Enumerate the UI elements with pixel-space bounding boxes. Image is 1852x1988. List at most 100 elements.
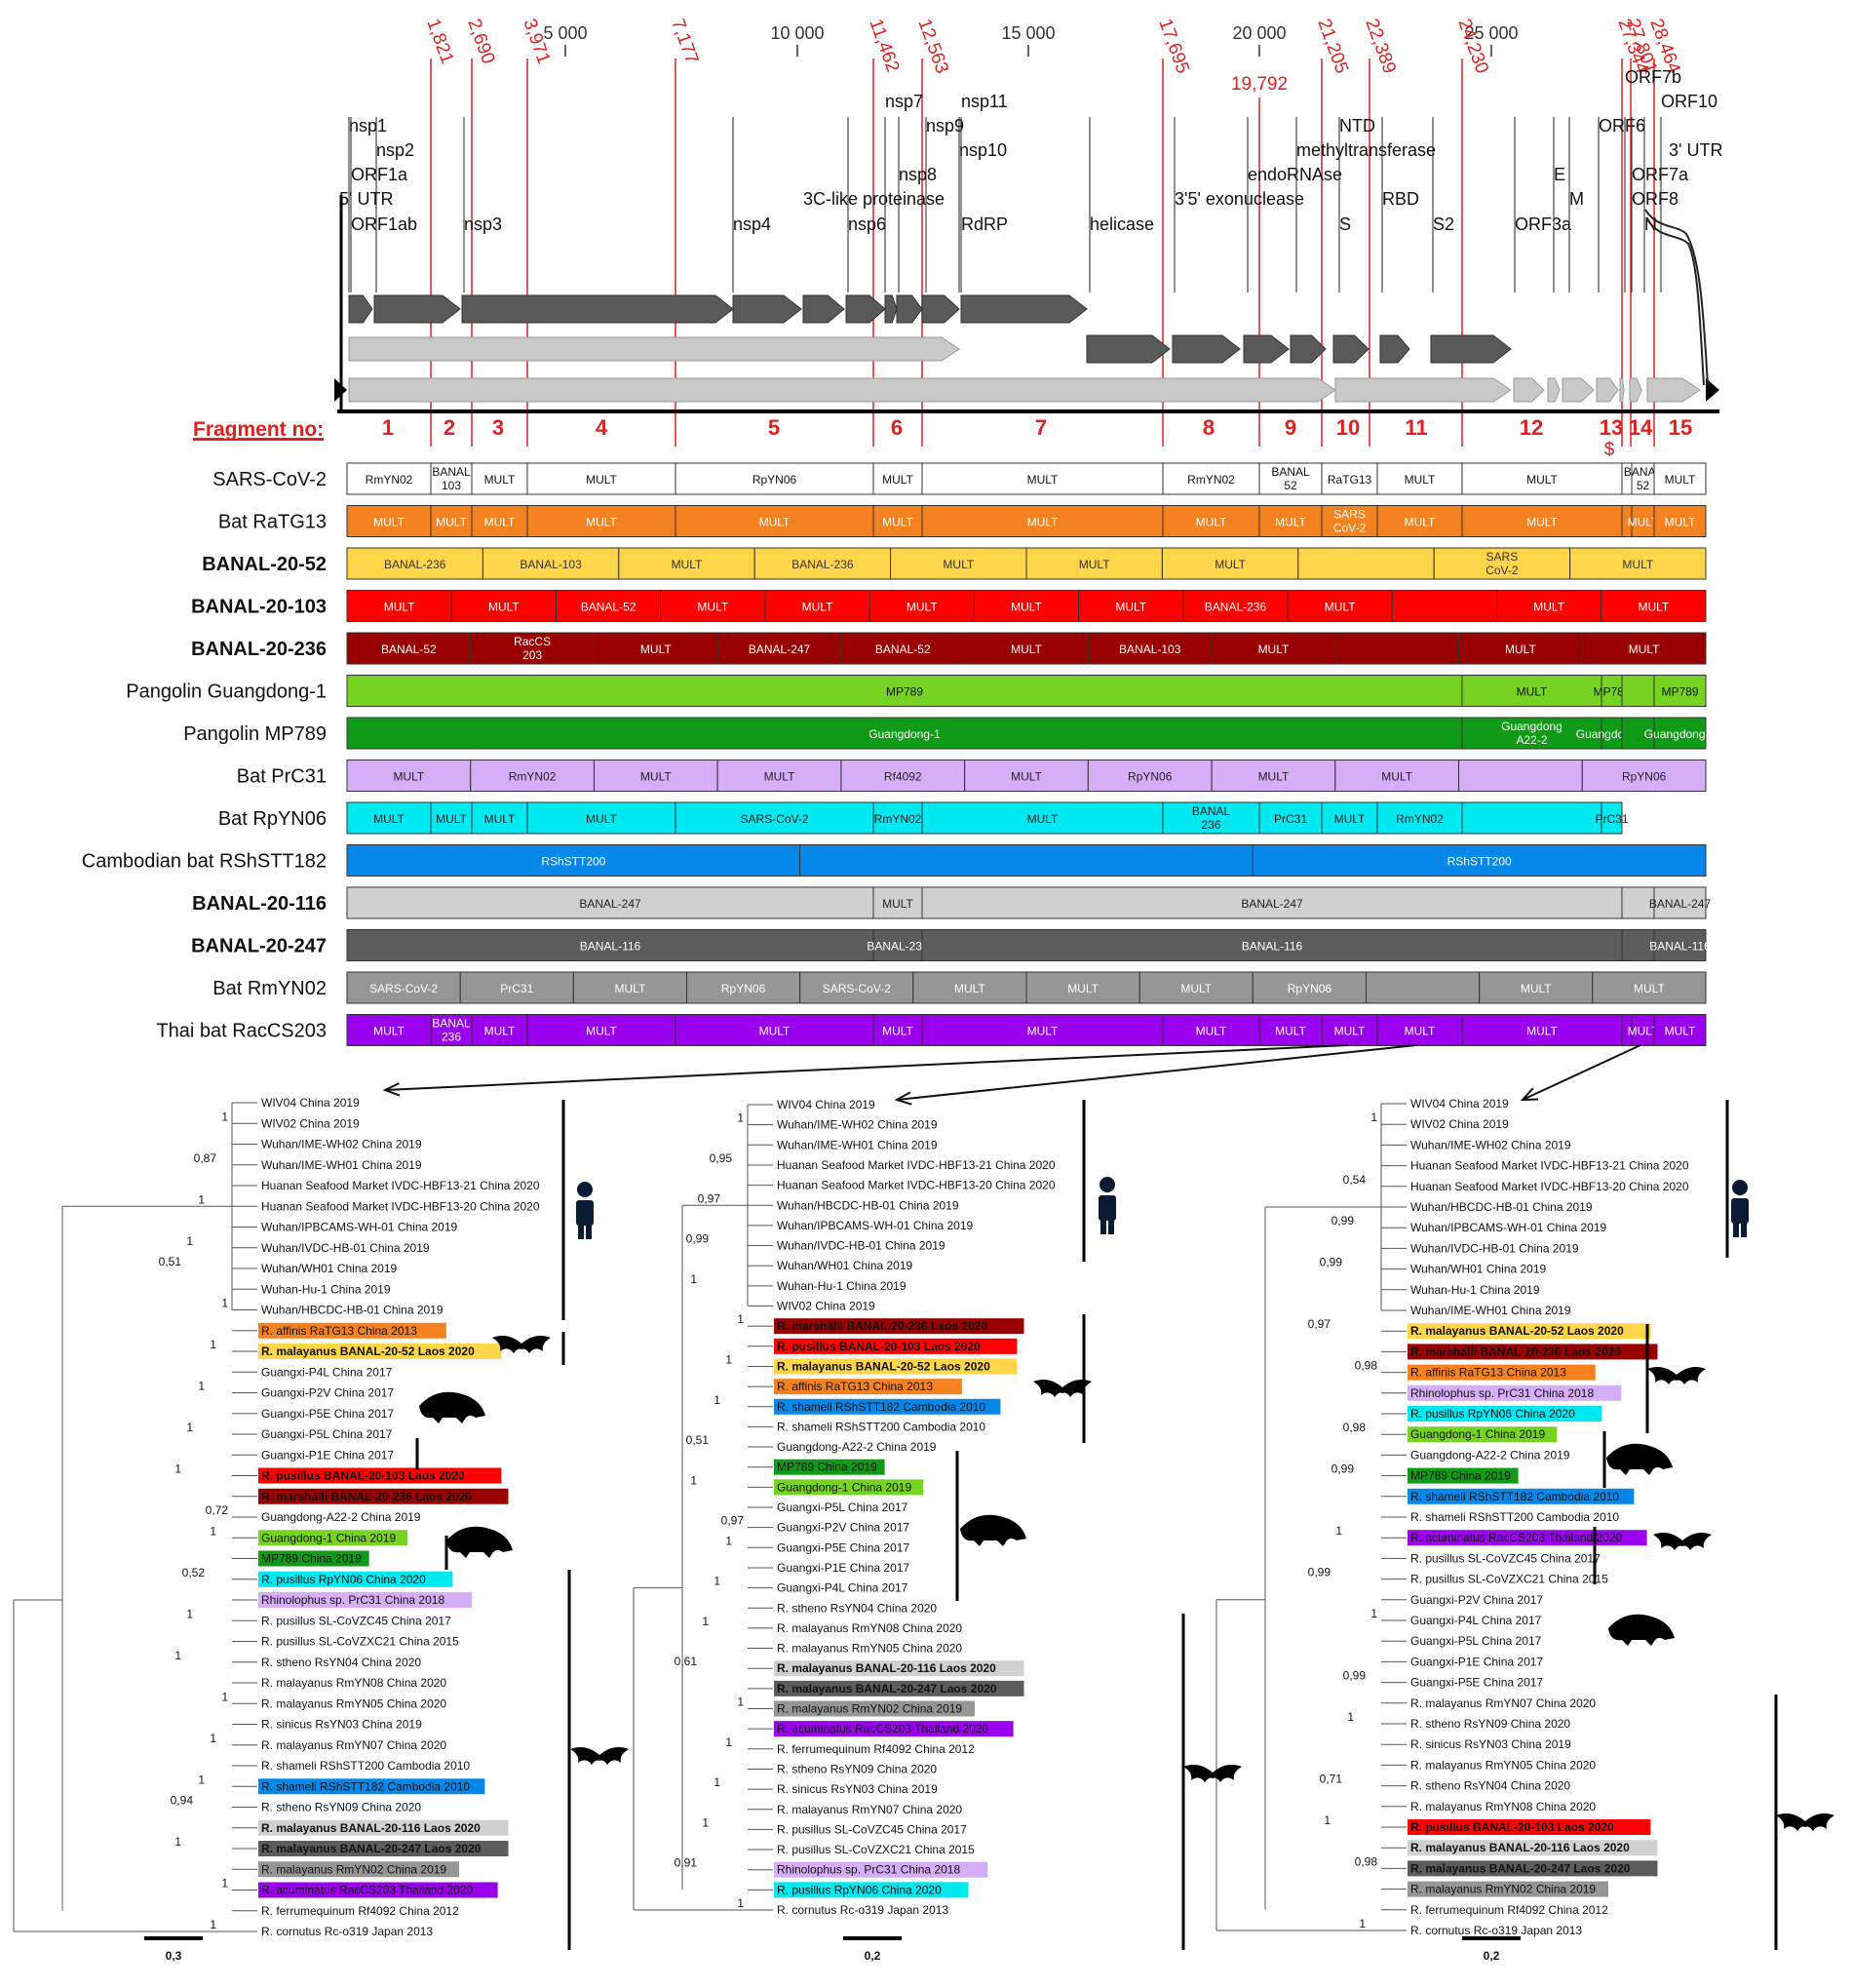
tree-leaf-label: MP789 China 2019 — [261, 1552, 362, 1566]
fragment-cell-label: RmYN02 — [1187, 473, 1235, 487]
fragment-cell — [1461, 462, 1623, 495]
fragment-cell — [716, 632, 842, 665]
support-value: 1 — [1359, 1917, 1366, 1930]
fragment-cell — [1461, 801, 1602, 835]
fragment-cell-label: MULT — [1665, 516, 1696, 529]
fragment-cell-label: MULT — [1275, 516, 1306, 529]
fragment-cell — [471, 1014, 528, 1046]
fragment-cell — [1376, 801, 1463, 835]
tree-leaf-label: Guangxi-P4L China 2017 — [261, 1365, 393, 1379]
fragment-cell — [1458, 760, 1583, 792]
fragment-cell — [1653, 886, 1707, 919]
tree-leaf-highlight — [258, 1819, 509, 1836]
fragment-cell-label: MP789 — [1593, 685, 1630, 699]
fragment-cell-label: MULT — [488, 601, 520, 614]
tree-leaf-label: Guangxi-P5L China 2017 — [777, 1501, 908, 1514]
fragment-cell-label: MULT — [373, 1025, 405, 1038]
fragment-cell — [872, 505, 923, 537]
fragment-cell-label: MULT — [1665, 473, 1696, 487]
gene-label: ORF1ab — [351, 214, 417, 234]
gene-label: methyltransferase — [1296, 140, 1436, 160]
fragment-number: 13 — [1600, 415, 1623, 440]
fragment-cell-label: MULT — [484, 812, 516, 826]
fragment-cell — [921, 929, 1623, 961]
pangolin-icon — [446, 1526, 513, 1558]
fragment-cell-label: MULT — [759, 516, 791, 529]
tree-leaf-label: Rhinolophus sp. PrC31 China 2018 — [1410, 1386, 1594, 1400]
scale-bar-label: 0,2 — [1484, 1949, 1500, 1963]
gene-label: endoRNAse — [1248, 165, 1342, 184]
tree-leaf-label: Wuhan/HBCDC-HB-01 China 2019 — [261, 1304, 444, 1317]
fragment-cell — [1161, 547, 1299, 580]
tree-leaf-label: WIV02 China 2019 — [777, 1300, 875, 1313]
tree-leaf-highlight — [1408, 1323, 1651, 1340]
support-value: 0,99 — [1343, 1669, 1367, 1683]
tree-leaf-label: Wuhan/HBCDC-HB-01 China 2019 — [1410, 1200, 1593, 1214]
tree-leaf-label: R. shameli RShSTT182 Cambodia 2010 — [1410, 1490, 1619, 1503]
fragment-cell — [1321, 801, 1378, 835]
fragment-cell-label: BANAL-52 — [581, 601, 637, 614]
orf-gene-arrow — [348, 294, 373, 324]
fragment-cell-label: MULT — [1405, 473, 1436, 487]
tree-leaf-label: Wuhan/IME-WH02 China 2019 — [1410, 1138, 1571, 1151]
fragment-cell — [1376, 462, 1463, 495]
fragment-cell-label: MULT — [1180, 982, 1212, 995]
support-value: 0,95 — [710, 1151, 733, 1165]
human-icon — [1100, 1177, 1115, 1192]
fragment-cell — [1258, 1014, 1323, 1046]
tree-leaf-label: R. shameli RShSTT182 Cambodia 2010 — [261, 1779, 470, 1793]
fragment-cell-label: MULT — [907, 601, 938, 614]
position-tick-label: 25 000 — [1464, 23, 1518, 43]
tree-leaf-label: Huanan Seafood Market IVDC-HBF13-21 Chin… — [261, 1179, 540, 1192]
human-icon — [1099, 1195, 1116, 1221]
support-value: 0,91 — [675, 1856, 698, 1870]
tree-leaf-label: Wuhan/IPBCAMS-WH-01 China 2019 — [777, 1219, 974, 1232]
fragment-cell — [346, 505, 432, 537]
fragment-cell — [1376, 1014, 1463, 1046]
virus-row-label: BANAL-20-236 — [191, 639, 327, 660]
tree-leaf-label: R. malayanus BANAL-20-247 Laos 2020 — [261, 1842, 482, 1855]
fragment-cell — [1162, 801, 1260, 835]
fragment-cell — [1391, 590, 1498, 622]
fragment-cell — [675, 1014, 874, 1046]
fragment-cell — [471, 801, 528, 835]
orf-gene-arrow — [1290, 334, 1327, 364]
tree-leaf-highlight — [1408, 1840, 1658, 1856]
tree-leaf-label: Wuhan/WH01 China 2019 — [261, 1262, 398, 1275]
fragment-cell — [1087, 632, 1213, 665]
tree-leaf-label: R. pusillus SL-CoVZC45 China 2017 — [261, 1614, 451, 1627]
orf-gene-arrow — [921, 294, 960, 324]
position-tick-label: 15 000 — [1001, 23, 1055, 43]
fragment-cell-label: MULT — [1275, 1025, 1306, 1038]
fragment-cell-label: RmYN02 — [366, 473, 413, 487]
fragment-number: 10 — [1336, 415, 1360, 440]
fragment-cell — [526, 505, 676, 537]
fragment-cell-label: MULT — [1196, 1025, 1227, 1038]
breakpoint-label: 19,792 — [1231, 74, 1288, 95]
orf1ab-arrow — [348, 377, 1336, 403]
fragment-cell-label: MULT — [1215, 558, 1246, 571]
fragment-cell-label: BANAL — [1624, 465, 1663, 479]
gene-label: 3' UTR — [1669, 140, 1722, 160]
fragment-cell-label: MULT — [1067, 982, 1099, 995]
fragment-cell-label: MULT — [393, 770, 424, 784]
fragment-cell — [1258, 505, 1323, 537]
tree-leaf-label: Wuhan/IME-WH02 China 2019 — [261, 1138, 422, 1151]
fragment-cell-label: 236 — [1201, 818, 1220, 832]
bat-icon — [1183, 1765, 1242, 1782]
support-value: 1 — [210, 1524, 216, 1538]
tree-leaf-label: Guangdong-A22-2 China 2019 — [777, 1440, 937, 1454]
support-value: 1 — [737, 1696, 744, 1709]
tree-leaf-label: R. cornutus Rc-o319 Japan 2013 — [777, 1903, 948, 1917]
tree-leaf-label: Wuhan/HBCDC-HB-01 China 2019 — [777, 1198, 959, 1212]
tree-leaf-label: Wuhan/IME-WH02 China 2019 — [777, 1118, 938, 1132]
tree-leaf-label: Rhinolophus sp. PrC31 China 2018 — [261, 1593, 444, 1607]
tree-leaf-label: R. cornutus Rc-o319 Japan 2013 — [1410, 1924, 1582, 1937]
support-value: 1 — [690, 1272, 697, 1286]
orf-gene-arrow — [802, 294, 845, 324]
fragment-cell — [1252, 844, 1707, 877]
tree-leaf-label: R. ferrumequinum Rf4092 China 2012 — [1410, 1903, 1608, 1917]
tree-leaf-label: R. malayanus BANAL-20-247 Laos 2020 — [777, 1682, 997, 1696]
fragment-cell-label: 52 — [1284, 479, 1297, 492]
tree-leaf-label: R. malayanus RmYN07 China 2020 — [1410, 1696, 1596, 1710]
